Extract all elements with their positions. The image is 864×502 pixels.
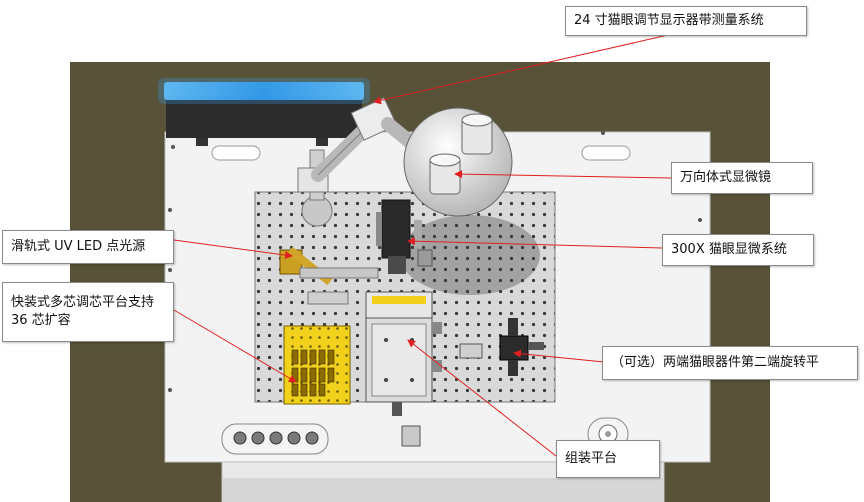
callout-assembly-platform: 组装平台 — [556, 440, 660, 478]
arrow-universal-microscope — [454, 170, 672, 179]
arrow-quick-platform — [173, 309, 297, 383]
monitor — [166, 96, 362, 138]
assembly-stage — [365, 291, 483, 447]
arrow-rotation-platform — [513, 349, 605, 363]
callout-monitor: 24 寸猫眼调节显示器带测量系统 — [565, 6, 807, 36]
arrow-assembly-platform — [407, 339, 557, 457]
quick-alignment-fixture — [283, 325, 351, 405]
callout-rotation-platform: （可选）两端猫眼器件第二端旋转平 — [602, 346, 858, 380]
callout-300x: 300X 猫眼显微系统 — [662, 234, 814, 266]
uv-led-rail — [279, 246, 379, 305]
arrow-uv-led — [173, 239, 293, 260]
callout-quick-platform: 快装式多芯调芯平台支持 36 芯扩容 — [2, 282, 174, 342]
callout-uv-led: 滑轨式 UV LED 点光源 — [2, 230, 174, 264]
arrow-300x — [407, 237, 663, 249]
microscope-boom-arm — [297, 97, 427, 227]
arrow-monitor — [373, 29, 691, 105]
callout-universal-microscope: 万向体式显微镜 — [671, 162, 813, 194]
microscope-300x — [376, 199, 433, 274]
